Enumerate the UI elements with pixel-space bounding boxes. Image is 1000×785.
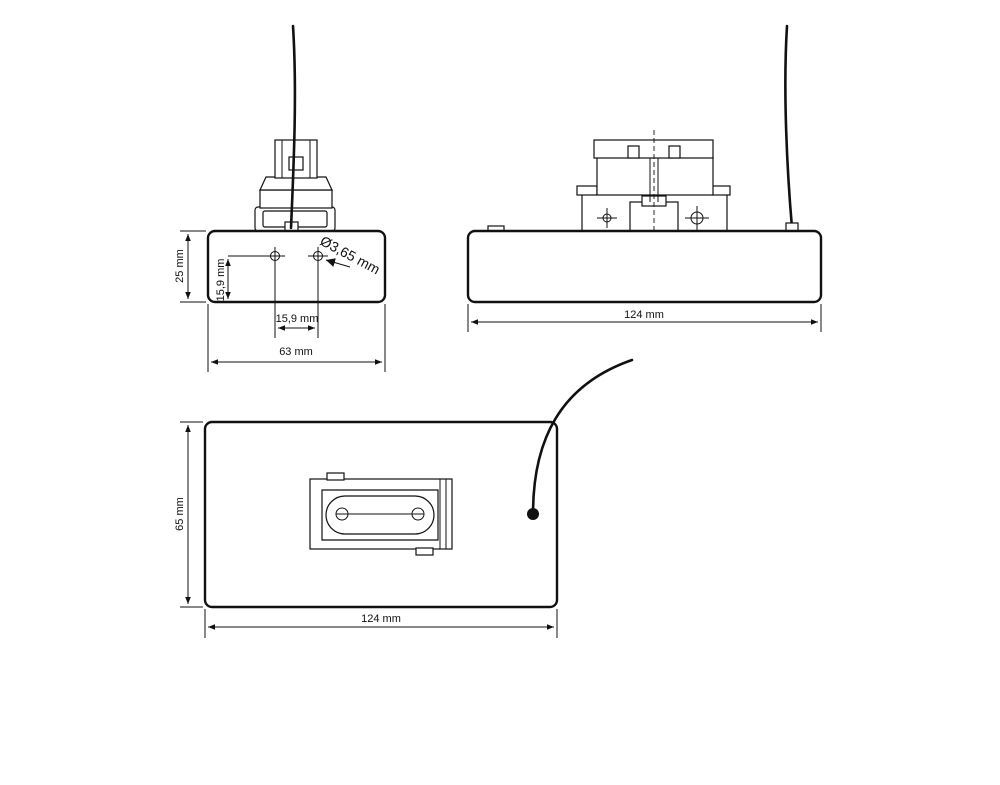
dim-front-height: 25 mm bbox=[174, 230, 206, 303]
dim-front-width: 63 mm bbox=[207, 304, 386, 372]
dim-front-width-label: 63 mm bbox=[279, 346, 313, 358]
dim-top-length-label: 124 mm bbox=[361, 613, 401, 625]
dim-top-length: 124 mm bbox=[204, 609, 558, 638]
dim-front-hole-height-label: 15,9 mm bbox=[215, 259, 227, 302]
front-housing bbox=[206, 229, 387, 304]
dim-front-hole-spacing-label: 15,9 mm bbox=[276, 313, 319, 325]
dim-side-length: 124 mm bbox=[467, 304, 822, 332]
dim-side-length-label: 124 mm bbox=[624, 309, 664, 321]
top-socket bbox=[309, 472, 453, 556]
dim-front-height-label: 25 mm bbox=[174, 249, 186, 283]
top-wire-entry bbox=[527, 508, 539, 520]
dim-front-hole-spacing: 15,9 mm bbox=[274, 262, 319, 338]
front-view: 25 mm 15,9 mm 15,9 mm 63 mm Ø3,65 mm bbox=[174, 24, 387, 372]
side-wire bbox=[784, 24, 794, 230]
side-housing bbox=[466, 229, 823, 304]
dim-front-hole-height: 15,9 mm bbox=[215, 259, 231, 302]
front-wire bbox=[289, 24, 297, 230]
side-socket bbox=[576, 130, 731, 240]
dim-top-height: 65 mm bbox=[174, 421, 203, 608]
front-holes bbox=[228, 247, 328, 265]
side-view: 124 mm bbox=[466, 24, 823, 332]
top-view: 65 mm 124 mm bbox=[174, 358, 634, 638]
front-socket bbox=[254, 139, 336, 232]
top-wire bbox=[531, 358, 634, 516]
dim-top-height-label: 65 mm bbox=[174, 497, 186, 531]
